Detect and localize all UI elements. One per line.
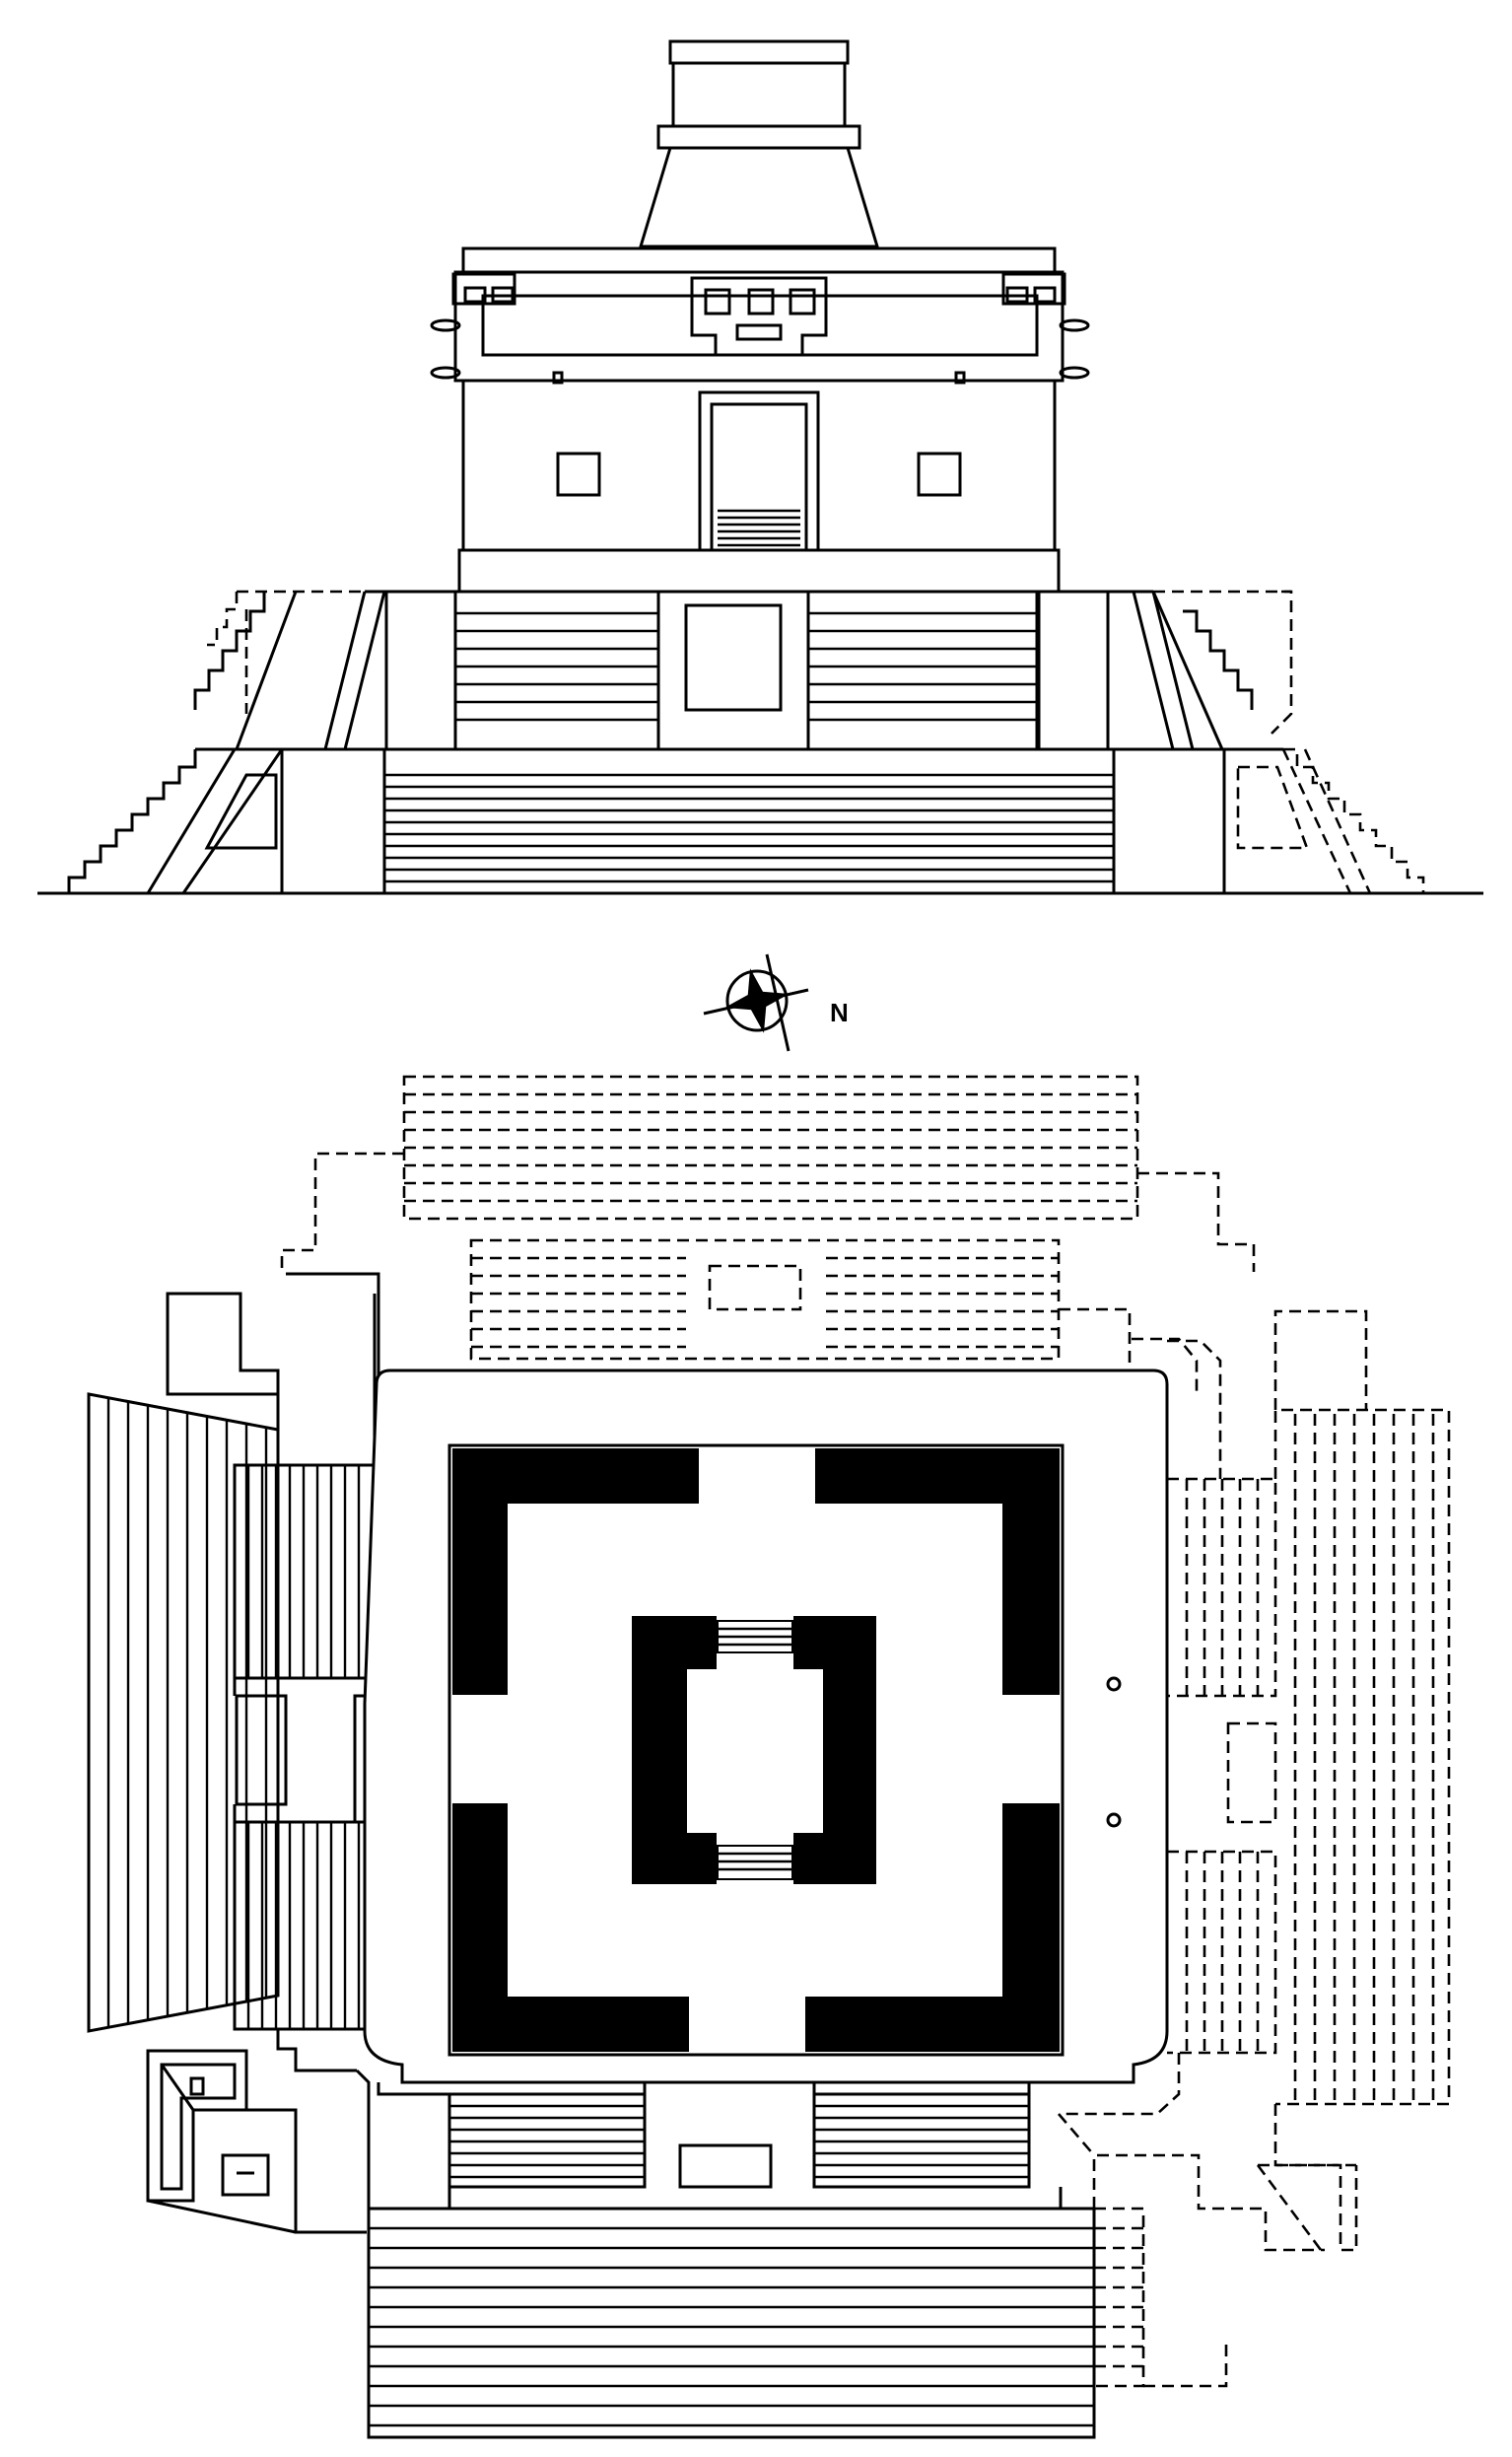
lower-platform bbox=[146, 747, 1283, 895]
plan-view bbox=[87, 1075, 1451, 2439]
right-stair-profile bbox=[1151, 590, 1425, 894]
roof-tower bbox=[638, 39, 880, 248]
north-label: N bbox=[830, 998, 849, 1027]
temple-base bbox=[457, 548, 1061, 594]
temple-body bbox=[461, 379, 1057, 552]
upper-platform bbox=[323, 590, 1195, 751]
north-stair-dashed bbox=[280, 1075, 1256, 1394]
south-stair bbox=[355, 2069, 1096, 2439]
left-stair-profile bbox=[67, 590, 375, 893]
temple-plan bbox=[447, 1443, 1122, 2057]
southeast-dashed bbox=[1058, 2113, 1358, 2388]
southwest-corner bbox=[146, 2049, 367, 2234]
west-stair bbox=[87, 1272, 380, 2072]
east-stair-dashed bbox=[1061, 1309, 1451, 2167]
north-arrow-icon: N bbox=[703, 953, 849, 1052]
elevation-view bbox=[37, 39, 1483, 895]
temple-frieze bbox=[430, 246, 1090, 385]
